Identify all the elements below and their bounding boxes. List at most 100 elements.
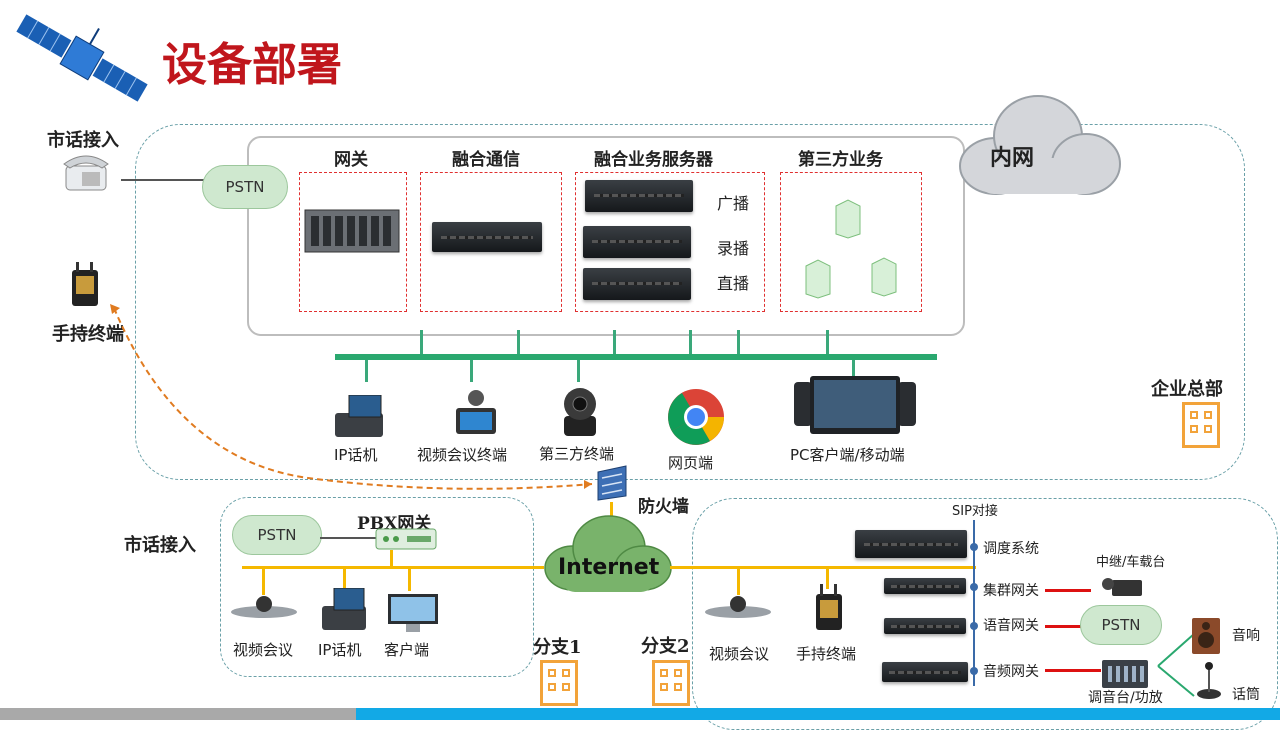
bus-link xyxy=(420,330,423,354)
desktop-client-icon xyxy=(388,594,438,632)
handheld-terminal-icon xyxy=(816,584,842,630)
branch1-link xyxy=(262,569,265,595)
pstn-in-label-top: 市话接入 xyxy=(47,130,119,151)
handheld-label: 手持终端 xyxy=(52,324,124,345)
desk-phone-icon xyxy=(63,155,109,191)
internet-cloud xyxy=(544,515,672,592)
ptz-camera-icon xyxy=(564,388,596,436)
footer-bar-gray xyxy=(0,708,356,720)
bus-link xyxy=(737,330,740,354)
mic-label: 话筒 xyxy=(1232,687,1260,703)
ip-phone-icon xyxy=(335,395,383,437)
firewall-link xyxy=(610,502,613,518)
third-party-box xyxy=(780,172,922,312)
gateway-audio-label: 音频网关 xyxy=(983,664,1039,680)
handheld-terminal-icon xyxy=(72,262,98,306)
trunk-node xyxy=(970,622,978,630)
branch1-video-label: 视频会议 xyxy=(233,641,294,659)
branch1-link xyxy=(390,550,393,566)
dispatch-server-icon xyxy=(855,530,967,558)
branch2-link xyxy=(737,569,740,595)
group-convergence-label: 融合通信 xyxy=(452,150,520,170)
branch1-link xyxy=(343,569,346,591)
branch1-region xyxy=(220,497,534,677)
intranet-bus xyxy=(335,354,937,360)
group-server-label: 融合业务服务器 xyxy=(594,150,713,170)
chrome-browser-icon xyxy=(668,389,724,445)
mixer-label: 调音台/功放 xyxy=(1088,690,1163,706)
mixer-icon xyxy=(1102,660,1148,688)
video-bar-icon xyxy=(231,596,297,618)
branch1-pbx-line xyxy=(320,537,376,539)
gateway-box xyxy=(299,172,407,312)
branch2-handheld-label: 手持终端 xyxy=(796,645,857,663)
branch1-bus xyxy=(242,566,544,569)
trunk-node xyxy=(970,583,978,591)
gateway-trunk-label: 集群网关 xyxy=(983,583,1039,599)
radio-base-icon xyxy=(1102,578,1142,596)
gateway-device-icon xyxy=(304,209,400,253)
video-conference-icon xyxy=(456,390,496,434)
relay-link xyxy=(1045,589,1091,592)
trunk-gateway-icon xyxy=(884,578,966,594)
bus-link xyxy=(613,330,616,354)
branch1-pstn-in-label: 市话接入 xyxy=(124,535,196,556)
pstn-line-top xyxy=(121,179,206,181)
branch1-building-icon xyxy=(540,660,578,706)
satellite-icon xyxy=(16,14,148,102)
bus-link xyxy=(365,360,368,382)
voice-gateway-icon xyxy=(884,618,966,634)
hq-region xyxy=(135,124,1245,480)
internet-label: Internet xyxy=(558,555,660,580)
server-role-recording: 录播 xyxy=(717,239,750,258)
group-third-label: 第三方业务 xyxy=(798,150,883,170)
recording-server-icon xyxy=(583,226,691,258)
branch1-name: 分支1 xyxy=(533,637,582,658)
audio-gateway-icon xyxy=(882,662,968,682)
group-gateway-label: 网关 xyxy=(334,150,368,170)
server-role-broadcast: 广播 xyxy=(717,194,750,213)
firewall-path xyxy=(110,304,593,490)
hq-building-icon xyxy=(1182,402,1220,448)
pbx-gateway-icon xyxy=(375,528,437,550)
firewall-icon xyxy=(597,465,627,501)
intranet-label: 内网 xyxy=(990,145,1035,171)
convergence-box xyxy=(420,172,562,312)
bus-link xyxy=(689,330,692,354)
terminal-ip-phone-label: IP话机 xyxy=(334,446,378,464)
broadcast-server-icon xyxy=(585,180,693,212)
branch1-pstn-cloud: PSTN xyxy=(232,515,322,555)
server-role-live: 直播 xyxy=(717,274,750,293)
convergence-server-icon xyxy=(432,222,542,252)
server-box xyxy=(575,172,765,312)
page-title: 设备部署 xyxy=(162,38,343,91)
audio-link xyxy=(1045,669,1101,672)
branch2-bus xyxy=(670,566,976,569)
branch2-video-label: 视频会议 xyxy=(709,645,770,663)
ip-phone-icon xyxy=(322,588,366,630)
branch2-trunk xyxy=(973,520,975,686)
terminal-video-label: 视频会议终端 xyxy=(417,446,508,464)
branch2-name: 分支2 xyxy=(641,636,690,657)
pstn-cloud-top: PSTN xyxy=(202,165,288,209)
branch2-building-icon xyxy=(652,660,690,706)
intranet-cloud xyxy=(959,95,1121,195)
sip-label: SIP对接 xyxy=(952,504,998,519)
dispatch-label: 调度系统 xyxy=(983,541,1039,557)
microphone-icon xyxy=(1197,662,1221,699)
pc-client-icon xyxy=(794,376,916,434)
voice-link xyxy=(1045,625,1083,628)
live-server-icon xyxy=(583,268,691,300)
relay-label: 中继/车载台 xyxy=(1096,555,1166,570)
terminal-pc-label: PC客户端/移动端 xyxy=(790,446,905,464)
terminal-web-label: 网页端 xyxy=(668,454,714,472)
hq-label: 企业总部 xyxy=(1151,379,1223,400)
third-party-server-icon xyxy=(805,259,831,299)
bus-link xyxy=(577,360,580,382)
bus-link xyxy=(517,330,520,354)
trunk-node xyxy=(970,543,978,551)
firewall-label: 防火墙 xyxy=(638,497,689,517)
bus-link xyxy=(470,360,473,382)
gateway-voice-label: 语音网关 xyxy=(983,618,1039,634)
speaker-label: 音响 xyxy=(1232,628,1260,644)
